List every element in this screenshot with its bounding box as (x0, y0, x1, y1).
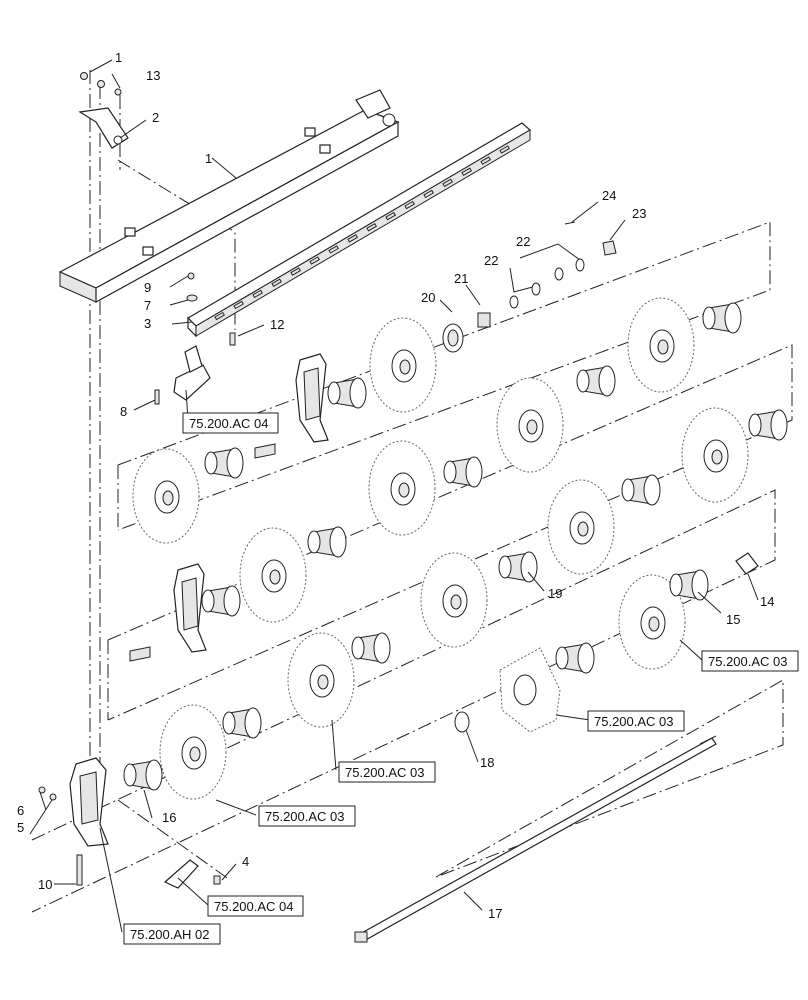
spool (201, 585, 241, 617)
spool (327, 377, 367, 409)
ref-ac04-a: 75.200.AC 04 (189, 416, 269, 431)
end-hardware (442, 258, 585, 353)
spools (123, 302, 788, 791)
reference-boxes: 75.200.AC 04 75.200.AC 03 75.200.AC 03 7… (123, 412, 799, 945)
callout-3: 3 (144, 316, 151, 331)
top-bracket (78, 107, 129, 149)
disc (132, 448, 200, 544)
discs (132, 297, 749, 800)
spool (123, 759, 163, 791)
spool (222, 707, 262, 739)
disc (618, 574, 686, 670)
callout-17: 17 (488, 906, 502, 921)
spool (443, 456, 483, 488)
ref-ah02: 75.200.AH 02 (130, 927, 210, 942)
disc (547, 479, 615, 575)
leader-lines (29, 59, 759, 933)
disc (627, 297, 695, 393)
spool (307, 526, 347, 558)
callout-labels: 1 13 2 1 9 7 3 12 8 20 21 22 22 24 23 19… (17, 50, 774, 921)
callout-22b: 22 (516, 234, 530, 249)
callout-24: 24 (602, 188, 616, 203)
callout-16: 16 (162, 810, 176, 825)
ref-ac03-a: 75.200.AC 03 (708, 654, 788, 669)
spool (621, 474, 661, 506)
spool (669, 569, 709, 601)
callout-21: 21 (454, 271, 468, 286)
ref-ac04-b: 75.200.AC 04 (214, 899, 294, 914)
disc (681, 407, 749, 503)
disc (420, 552, 488, 648)
callout-11: 1 (115, 50, 122, 65)
callout-4: 4 (242, 854, 249, 869)
callout-19: 19 (548, 586, 562, 601)
frame-tube (58, 89, 400, 304)
spacer-sleeve (129, 646, 151, 662)
hardware-nuts (38, 72, 236, 886)
spool (576, 365, 616, 397)
notched-disc (454, 647, 561, 733)
spool (204, 447, 244, 479)
ref-ac03-c: 75.200.AC 03 (345, 765, 425, 780)
callout-23: 23 (632, 206, 646, 221)
disc (287, 632, 355, 728)
misc-parts (564, 221, 759, 575)
callout-10: 10 (38, 877, 52, 892)
callout-8: 8 (120, 404, 127, 419)
ref-ac03-d: 75.200.AC 03 (265, 809, 345, 824)
ref-ac03-b: 75.200.AC 03 (594, 714, 674, 729)
callout-6: 6 (17, 803, 24, 818)
gang-shaft (354, 735, 717, 943)
callout-15: 15 (726, 612, 740, 627)
callout-5: 5 (17, 820, 24, 835)
callout-12: 12 (270, 317, 284, 332)
disc (159, 704, 227, 800)
spool (748, 409, 788, 441)
spool (351, 632, 391, 664)
callout-14: 14 (760, 594, 774, 609)
callout-13: 13 (146, 68, 160, 83)
callout-1: 1 (205, 151, 212, 166)
spool (498, 551, 538, 583)
disc (369, 317, 437, 413)
callout-22a: 22 (484, 253, 498, 268)
scraper-blades (163, 345, 211, 889)
spool (555, 642, 595, 674)
disc (496, 377, 564, 473)
callout-2: 2 (152, 110, 159, 125)
disc (239, 527, 307, 623)
callout-9: 9 (144, 280, 151, 295)
scraper-bar (187, 122, 532, 338)
bearing-hangers (69, 353, 329, 847)
callout-18: 18 (480, 755, 494, 770)
spacer-sleeve (254, 443, 276, 459)
disc (368, 440, 436, 536)
spool (702, 302, 742, 334)
callout-20: 20 (421, 290, 435, 305)
callout-7: 7 (144, 298, 151, 313)
